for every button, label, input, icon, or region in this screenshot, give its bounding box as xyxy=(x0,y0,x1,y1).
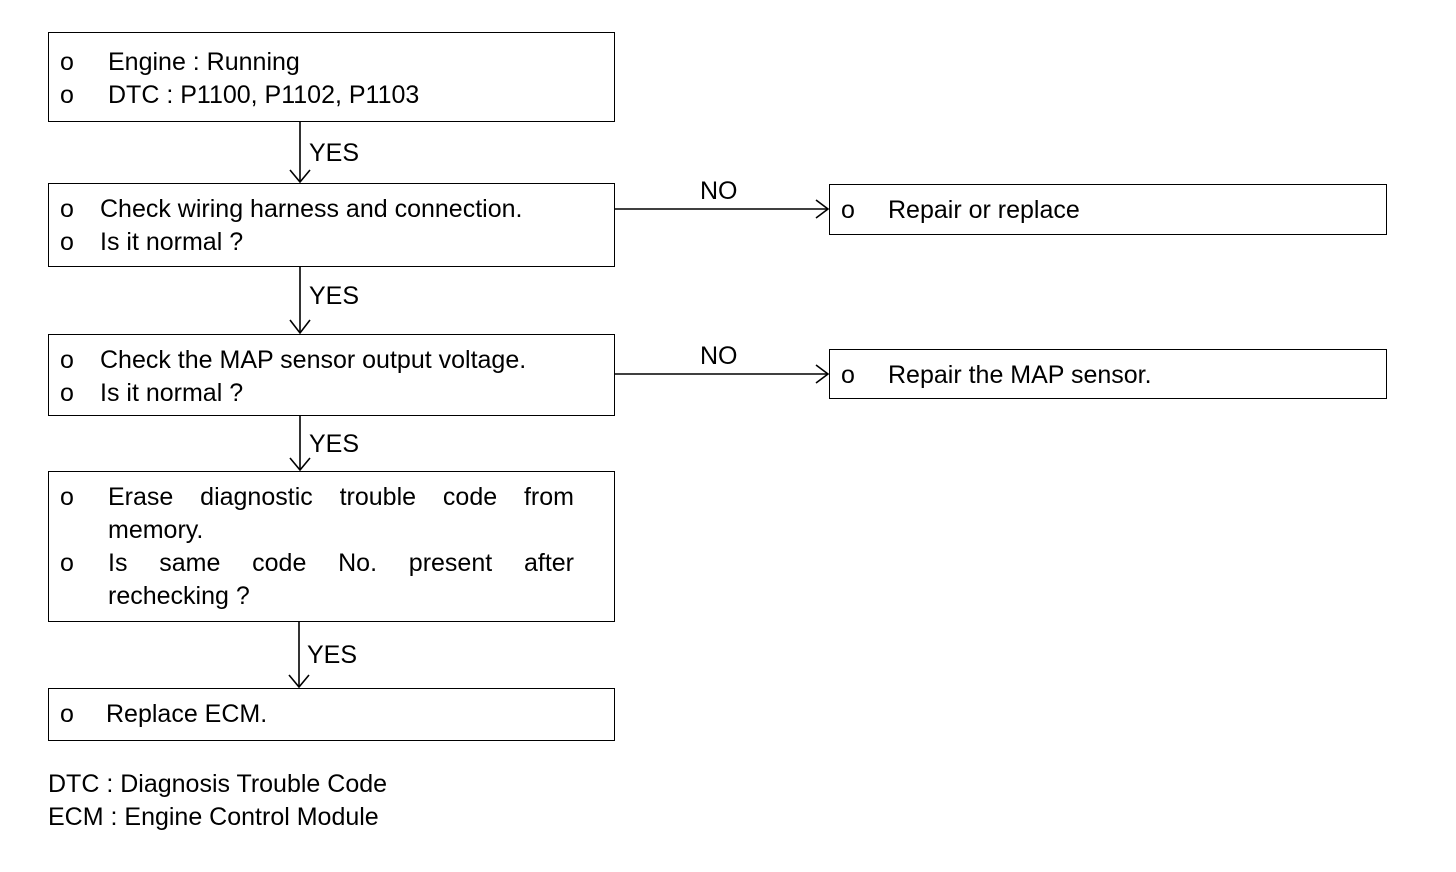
step-text: Check wiring harness and connection. xyxy=(100,195,523,223)
bullet: o xyxy=(60,549,74,577)
yes-label: YES xyxy=(309,139,360,167)
step-text: Engine : Running xyxy=(108,48,300,76)
arrowhead-right-1 xyxy=(815,199,830,219)
step-box-check-map-sensor xyxy=(48,334,615,416)
bullet: o xyxy=(60,81,74,109)
arrowhead-down-3 xyxy=(289,457,311,472)
step-text: Is same code No. present after xyxy=(108,549,574,577)
step-text: DTC : P1100, P1102, P1103 xyxy=(108,81,420,109)
bullet: o xyxy=(60,48,74,76)
abbreviation-note-ecm: ECM : Engine Control Module xyxy=(48,803,379,831)
bullet: o xyxy=(60,228,74,256)
step-text: rechecking ? xyxy=(108,582,250,610)
bullet: o xyxy=(841,361,855,389)
step-box-engine-dtc xyxy=(48,32,615,122)
step-text: Check the MAP sensor output voltage. xyxy=(100,346,527,374)
bullet: o xyxy=(60,379,74,407)
step-text: Is it normal ? xyxy=(100,228,244,256)
arrowhead-right-2 xyxy=(815,364,830,384)
yes-label: YES xyxy=(309,282,360,310)
step-box-erase-dtc xyxy=(48,471,615,622)
step-box-replace-ecm xyxy=(48,688,615,741)
bullet: o xyxy=(60,346,74,374)
step-text: Replace ECM. xyxy=(106,700,268,728)
bullet: o xyxy=(60,700,74,728)
arrowhead-down-2 xyxy=(289,319,311,335)
step-text: memory. xyxy=(108,516,204,544)
no-label: NO xyxy=(700,177,738,205)
step-text: Is it normal ? xyxy=(100,379,244,407)
bullet: o xyxy=(841,196,855,224)
arrowhead-down-1 xyxy=(289,169,311,184)
yes-label: YES xyxy=(307,641,358,669)
step-box-check-wiring xyxy=(48,183,615,267)
no-label: NO xyxy=(700,342,738,370)
arrowhead-down-4 xyxy=(288,674,310,689)
step-text: Repair or replace xyxy=(888,196,1080,224)
no-box-repair-map-sensor xyxy=(829,349,1387,399)
no-box-repair-or-replace xyxy=(829,184,1387,235)
step-text: Repair the MAP sensor. xyxy=(888,361,1152,389)
bullet: o xyxy=(60,195,74,223)
abbreviation-note-dtc: DTC : Diagnosis Trouble Code xyxy=(48,770,388,798)
step-text: Erase diagnostic trouble code from xyxy=(108,483,574,511)
yes-label: YES xyxy=(309,430,360,458)
bullet: o xyxy=(60,483,74,511)
